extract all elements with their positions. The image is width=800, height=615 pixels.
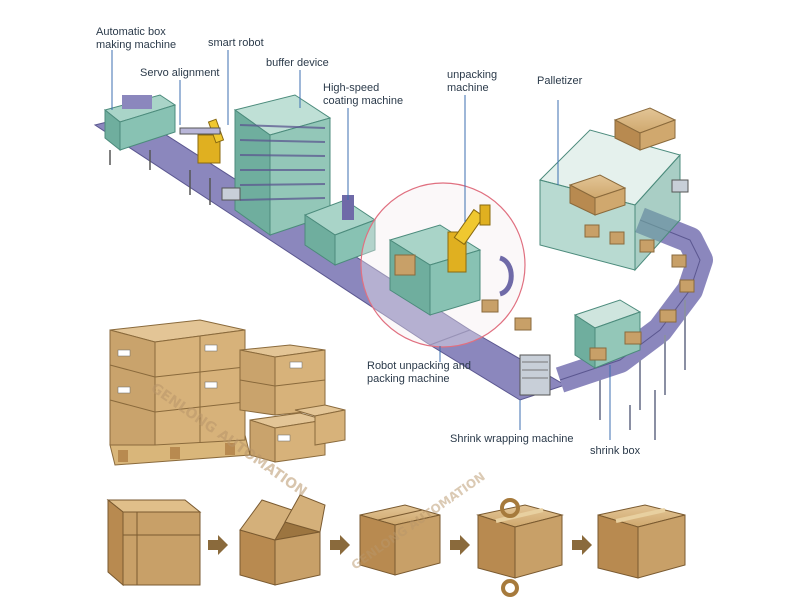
taped-box-step <box>476 498 564 597</box>
label-box-making-line1: Automatic box <box>96 26 166 38</box>
box-process-steps: GENLONG AUTOMATION <box>106 469 686 597</box>
label-palletizer: Palletizer <box>537 75 583 87</box>
box-making-machine <box>103 94 211 205</box>
label-buffer-device: buffer device <box>266 57 329 69</box>
label-coating-machine: High-speed coating machine <box>323 82 403 108</box>
process-arrow-4 <box>572 535 592 555</box>
folded-box-step <box>359 504 441 576</box>
conveyor-boxes <box>481 224 695 361</box>
process-arrow-3 <box>450 535 470 555</box>
label-unpacking-line2: machine <box>447 82 489 94</box>
process-arrow-1 <box>208 535 228 555</box>
sealed-box-step <box>597 504 686 579</box>
palletized-boxes-photo: GENLONG AUTOMATION <box>109 319 346 500</box>
label-shrink-box: shrink box <box>590 445 641 457</box>
buffer-device <box>221 94 332 236</box>
label-coating-line2: coating machine <box>323 95 404 107</box>
label-servo-alignment: Servo alignment <box>140 67 220 79</box>
unpacking-area-highlight <box>360 182 526 348</box>
label-shrink-wrapping: Shrink wrapping machine <box>450 433 574 445</box>
label-robot-unpacking-line2: packing machine <box>367 373 450 385</box>
label-box-making-line2: making machine <box>96 39 177 51</box>
palletizer <box>539 107 689 272</box>
label-box-making-machine: Automatic box making machine <box>96 26 176 52</box>
label-robot-unpacking-line1: Robot unpacking and <box>367 360 471 372</box>
flat-box-step <box>106 498 202 587</box>
callout-pointers <box>111 50 611 440</box>
label-unpacking-machine: unpacking machine <box>447 69 497 95</box>
open-box-step <box>239 494 326 586</box>
process-arrow-2 <box>330 535 350 555</box>
coating-machine <box>303 195 377 266</box>
label-robot-unpacking: Robot unpacking and packing machine <box>367 360 471 386</box>
label-coating-line1: High-speed <box>323 82 380 94</box>
label-smart-robot: smart robot <box>208 37 264 49</box>
smart-robot <box>179 118 225 164</box>
label-unpacking-line1: unpacking <box>447 69 498 81</box>
